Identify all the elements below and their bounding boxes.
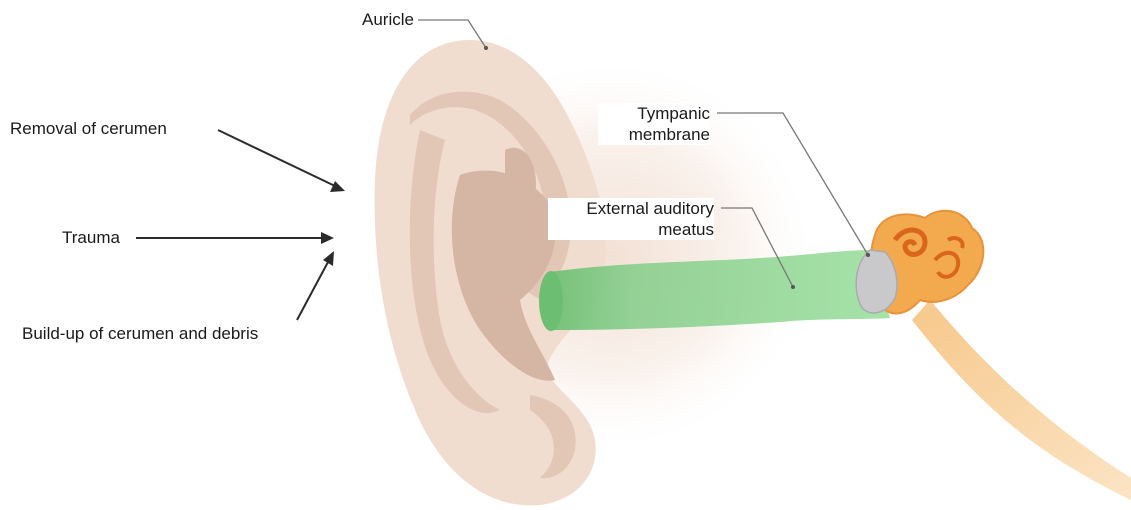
tympanic-line-1: Tympanic [598,103,710,124]
eustachian-tube [912,300,1131,500]
label-removal-of-cerumen: Removal of cerumen [10,118,167,139]
buildup-arrowhead [323,251,334,266]
tympanic-dot [866,253,870,257]
meatus-line-2: meatus [548,219,714,240]
ear-canal-opening [539,271,563,331]
cause-arrows [136,130,345,320]
label-trauma: Trauma [62,227,120,248]
removal-arrow [218,130,335,186]
meatus-dot [791,285,795,289]
label-tympanic-membrane: Tympanic membrane [598,103,710,145]
label-build-up: Build-up of cerumen and debris [22,323,258,344]
trauma-arrowhead [321,232,334,244]
buildup-arrow [297,262,328,320]
tympanic-line-2: membrane [598,124,710,145]
tympanic-membrane-shape [856,250,897,313]
auricle-dot [484,46,488,50]
label-external-auditory-meatus: External auditory meatus [548,198,714,240]
label-auricle: Auricle [362,9,414,30]
removal-arrowhead [330,181,345,192]
meatus-line-1: External auditory [548,198,714,219]
